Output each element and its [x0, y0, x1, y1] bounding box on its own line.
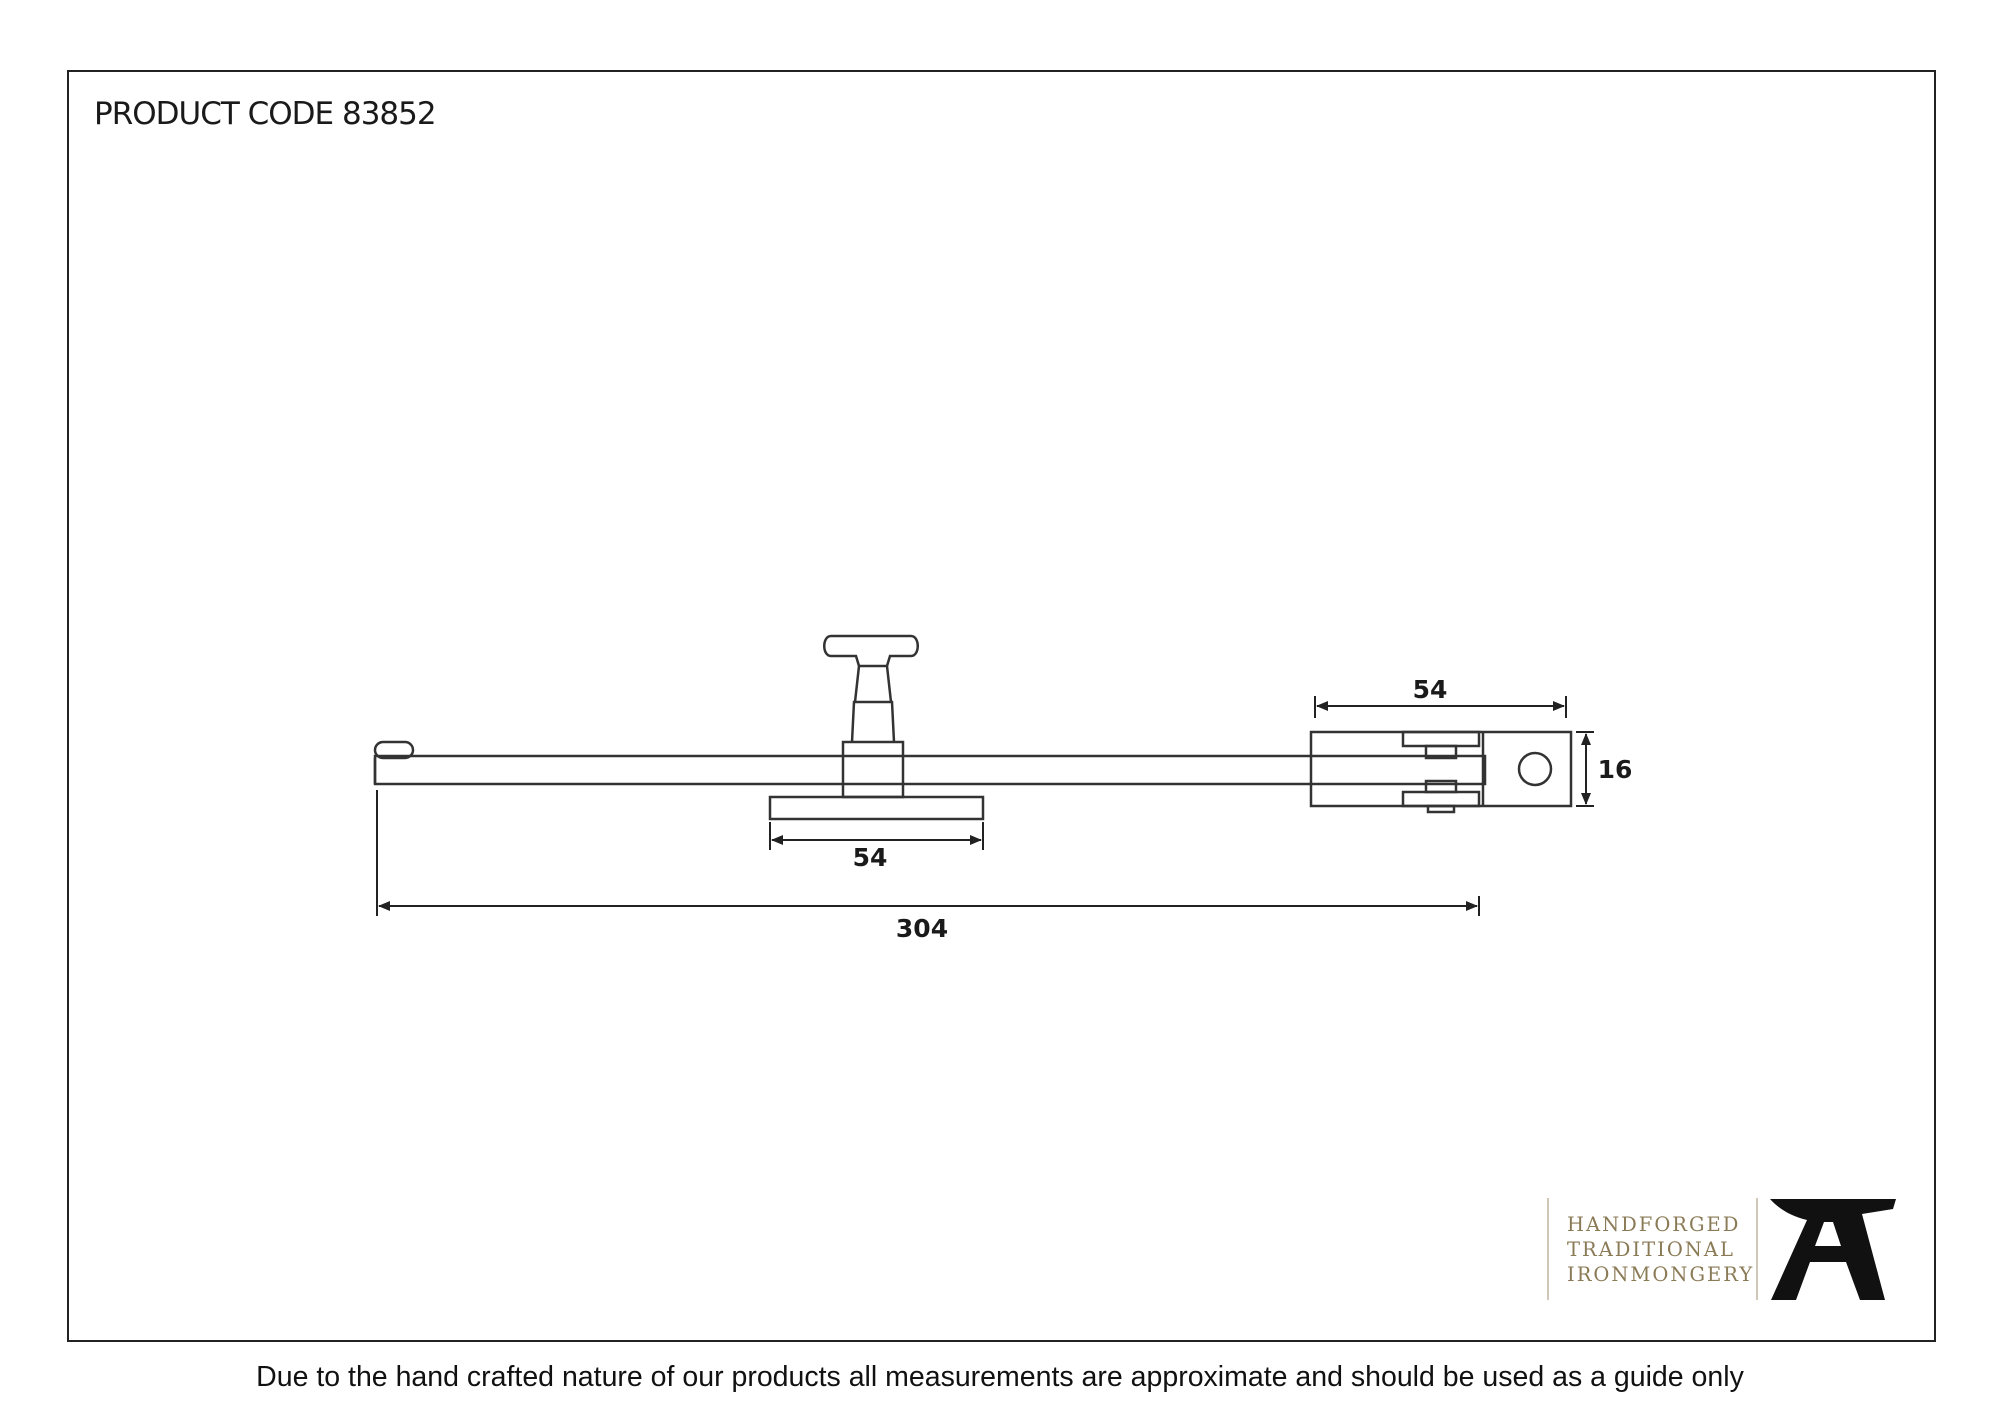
dimension-bracket-width-label: 54 — [1413, 675, 1448, 704]
drawing-frame — [67, 70, 1936, 1342]
disclaimer-text: Due to the hand crafted nature of our pr… — [256, 1361, 1744, 1393]
anvil-logo-icon — [1770, 1199, 1896, 1300]
stay-keep — [768, 634, 985, 821]
dimension-keep-width: 54 — [769, 822, 984, 872]
brand-line-3: IRONMONGERY — [1567, 1263, 1754, 1286]
product-code: PRODUCT CODE 83852 — [94, 96, 437, 132]
dimension-bracket-height: 16 — [1576, 731, 1633, 807]
stay-arm — [373, 740, 1487, 786]
dimension-overall-length: 304 — [376, 790, 1480, 943]
dimension-bracket-width: 54 — [1314, 675, 1567, 718]
brand-line-1: HANDFORGED — [1567, 1213, 1740, 1236]
brand-block: HANDFORGED TRADITIONAL IRONMONGERY — [1547, 1198, 1896, 1300]
end-bracket — [1309, 730, 1573, 814]
dimension-bracket-height-label: 16 — [1598, 755, 1633, 784]
brand-line-2: TRADITIONAL — [1567, 1238, 1735, 1261]
dimension-keep-width-label: 54 — [853, 843, 888, 872]
dimension-overall-length-label: 304 — [896, 914, 948, 943]
